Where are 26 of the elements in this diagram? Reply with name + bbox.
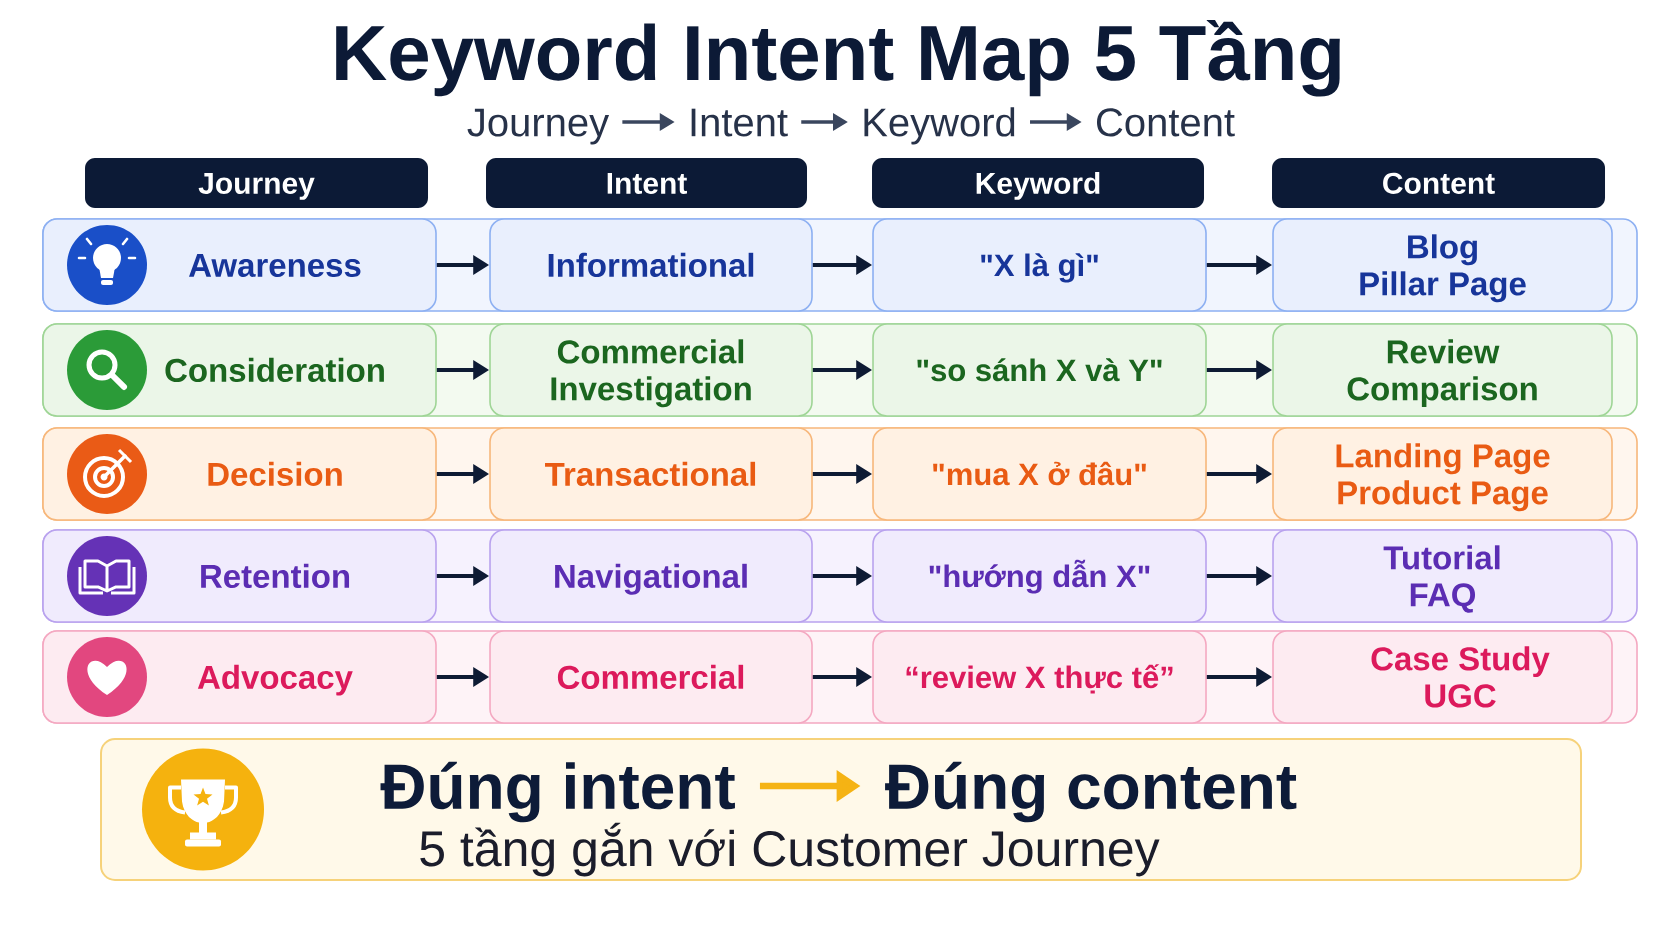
intent-box: Informational xyxy=(489,218,813,312)
content-box: Case Study UGC xyxy=(1272,630,1613,724)
banner-heading: Đúng intent xyxy=(380,761,735,823)
column-header: Content xyxy=(1272,158,1605,208)
keyword-box: "mua X ở đâu" xyxy=(872,427,1207,521)
step-label: Keyword xyxy=(864,107,1015,145)
content-box: Tutorial FAQ xyxy=(1272,529,1613,623)
banner-heading: Đúng content xyxy=(885,761,1297,823)
keyword-box: “review X thực tế” xyxy=(872,630,1207,724)
content-box: Blog Pillar Page xyxy=(1272,218,1613,312)
intent-box: Transactional xyxy=(489,427,813,521)
content-box: Landing Page Product Page xyxy=(1272,427,1613,521)
column-header: Journey xyxy=(85,158,428,208)
column-header: Keyword xyxy=(872,158,1204,208)
step-label: Intent xyxy=(691,108,788,137)
keyword-box: "so sánh X và Y" xyxy=(872,323,1207,417)
step-label: Content xyxy=(1097,108,1235,137)
title: Keyword Intent Map 5 Tầng xyxy=(336,20,1340,97)
intent-box: Navigational xyxy=(489,529,813,623)
intent-box: Commercial xyxy=(489,630,813,724)
column-header: Intent xyxy=(486,158,807,208)
content-box: Review Comparison xyxy=(1272,323,1613,417)
step-label: Journey xyxy=(467,108,610,145)
keyword-box: "X là gì" xyxy=(872,218,1207,312)
intent-box: Commercial Investigation xyxy=(489,323,813,417)
keyword-box: "hướng dẫn X" xyxy=(872,529,1207,623)
